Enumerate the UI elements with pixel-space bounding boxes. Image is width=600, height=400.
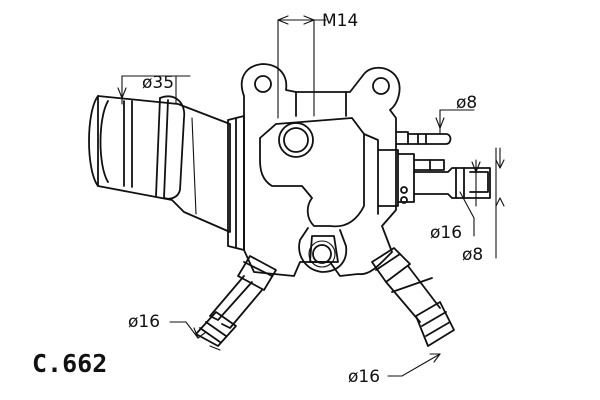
part-code: C.662 xyxy=(32,349,107,378)
label-lower-left-outlet: ø16 xyxy=(128,312,160,332)
housing-body xyxy=(240,63,401,277)
label-right-middle-pipe: ø16 xyxy=(430,223,462,243)
dimension-lines xyxy=(117,15,505,377)
label-right-bottom-pipe: ø8 xyxy=(462,245,483,265)
label-m14: M14 xyxy=(322,11,358,31)
inlet-pipe xyxy=(88,95,231,233)
lower-right-outlet xyxy=(371,247,455,347)
right-connectors xyxy=(377,131,491,207)
label-lower-right-outlet: ø16 xyxy=(348,367,380,387)
label-right-top-pipe: ø8 xyxy=(456,93,477,113)
label-inlet-diameter: ø35 xyxy=(142,73,174,93)
lower-left-outlet xyxy=(195,255,277,347)
